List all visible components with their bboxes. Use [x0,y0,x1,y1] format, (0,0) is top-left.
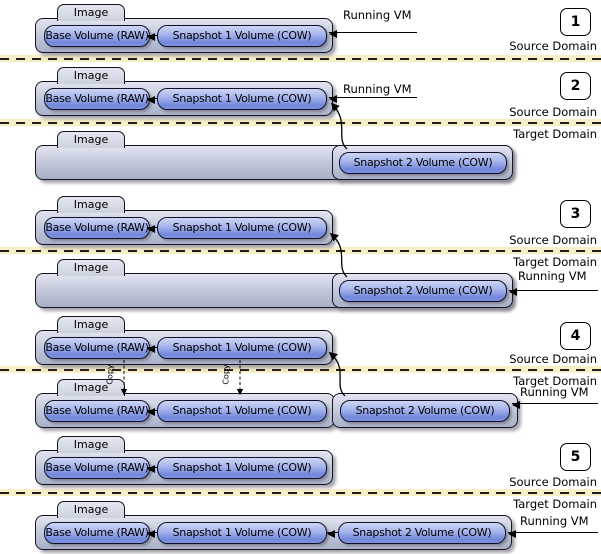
stage4-source-image-tab: Image [57,316,125,333]
stage1-base-volume: Base Volume (RAW) [44,25,150,47]
stage5-source-image-tab: Image [57,436,125,453]
stage5-snapshot2-volume: Snapshot 2 Volume (COW) [338,522,506,544]
stage5-target-base-volume: Base Volume (RAW) [44,522,150,544]
stage2-source-image-tab: Image [57,67,125,84]
stage2-target-domain-label: Target Domain [513,127,597,141]
domain-divider-stage1 [0,55,601,62]
stage4-source-base-volume: Base Volume (RAW) [44,337,150,359]
running-vm-label-stage3: Running VM [518,269,587,283]
stage5-target-image-tab: Image [57,501,125,518]
stage1-snapshot1-volume: Snapshot 1 Volume (COW) [157,25,327,47]
stage3-snapshot1-volume: Snapshot 1 Volume (COW) [157,217,327,239]
stage1-source-image-tab: Image [57,4,125,21]
running-vm-arrow-stage4 [512,400,598,409]
running-vm-arrow-stage5 [508,529,598,538]
arrow-snap1-to-base-stage4-source [147,344,157,353]
running-vm-arrow-stage1 [329,29,417,38]
stage3-source-image-tab: Image [57,196,125,213]
stage3-base-volume: Base Volume (RAW) [44,217,150,239]
stage5-source-base-volume: Base Volume (RAW) [44,457,150,479]
running-vm-label-stage4: Running VM [520,385,589,399]
stage4-target-snapshot1-volume: Snapshot 1 Volume (COW) [157,400,327,422]
stage3-target-domain-label: Target Domain [513,255,597,269]
stage2-base-volume: Base Volume (RAW) [44,88,150,110]
stage2-source-domain-label: Source Domain [509,105,597,119]
running-vm-label-stage1: Running VM [343,8,412,22]
stage4-number-badge: 4 [560,322,591,350]
stage5-target-snapshot1-volume: Snapshot 1 Volume (COW) [157,522,327,544]
stage2-number-badge: 2 [560,72,591,100]
connector-snap2-to-snap1-stage3 [329,232,348,278]
stage4-source-domain-label: Source Domain [509,352,597,366]
stage4-target-base-volume: Base Volume (RAW) [44,400,150,422]
arrow-snap1-to-base-stage4-target [147,407,157,416]
stage2-snapshot1-volume: Snapshot 1 Volume (COW) [157,88,327,110]
arrow-snap1-to-base-stage1 [147,32,157,41]
stage3-source-domain-label: Source Domain [509,233,597,247]
arrow-snap1-to-base-stage2 [147,95,157,104]
stage3-target-image-tab: Image [57,259,125,276]
stage3-number-badge: 3 [560,200,591,228]
stage5-source-domain-label: Source Domain [509,475,597,489]
domain-divider-stage3 [0,247,601,254]
stage5-target-domain-label: Target Domain [513,497,597,511]
domain-divider-stage2 [0,119,601,126]
stage1-number-badge: 1 [560,8,591,36]
arrow-snap2-to-snap1-stage5 [327,529,338,538]
stage3-snapshot2-volume: Snapshot 2 Volume (COW) [339,280,507,302]
running-vm-label-stage2: Running VM [343,82,412,96]
stage5-number-badge: 5 [560,443,591,471]
arrow-snap1-to-base-stage5-source [147,464,157,473]
stage4-snapshot2-volume: Snapshot 2 Volume (COW) [340,400,510,422]
stage4-target-domain-label: Target Domain [513,374,597,388]
domain-divider-stage5 [0,489,601,496]
running-vm-arrow-stage3 [509,287,598,296]
stage2-target-image-tab: Image [57,131,125,148]
stage2-snapshot2-volume: Snapshot 2 Volume (COW) [339,152,507,174]
stage5-source-snapshot1-volume: Snapshot 1 Volume (COW) [157,457,327,479]
copy-label-snapshot1: Copy [221,364,231,385]
stage1-source-domain-label: Source Domain [509,39,597,53]
domain-divider-stage4 [0,366,601,373]
stage4-source-snapshot1-volume: Snapshot 1 Volume (COW) [157,337,327,359]
arrow-snap1-to-base-stage5 [147,529,157,538]
running-vm-arrow-stage2 [329,94,417,103]
arrow-snap1-to-base-stage3 [147,224,157,233]
connector-snap2-to-snap1-stage2 [330,102,348,150]
running-vm-label-stage5: Running VM [520,514,589,528]
copy-label-base: Copy [105,364,115,385]
stage4-target-image-tab: Image [57,379,125,396]
